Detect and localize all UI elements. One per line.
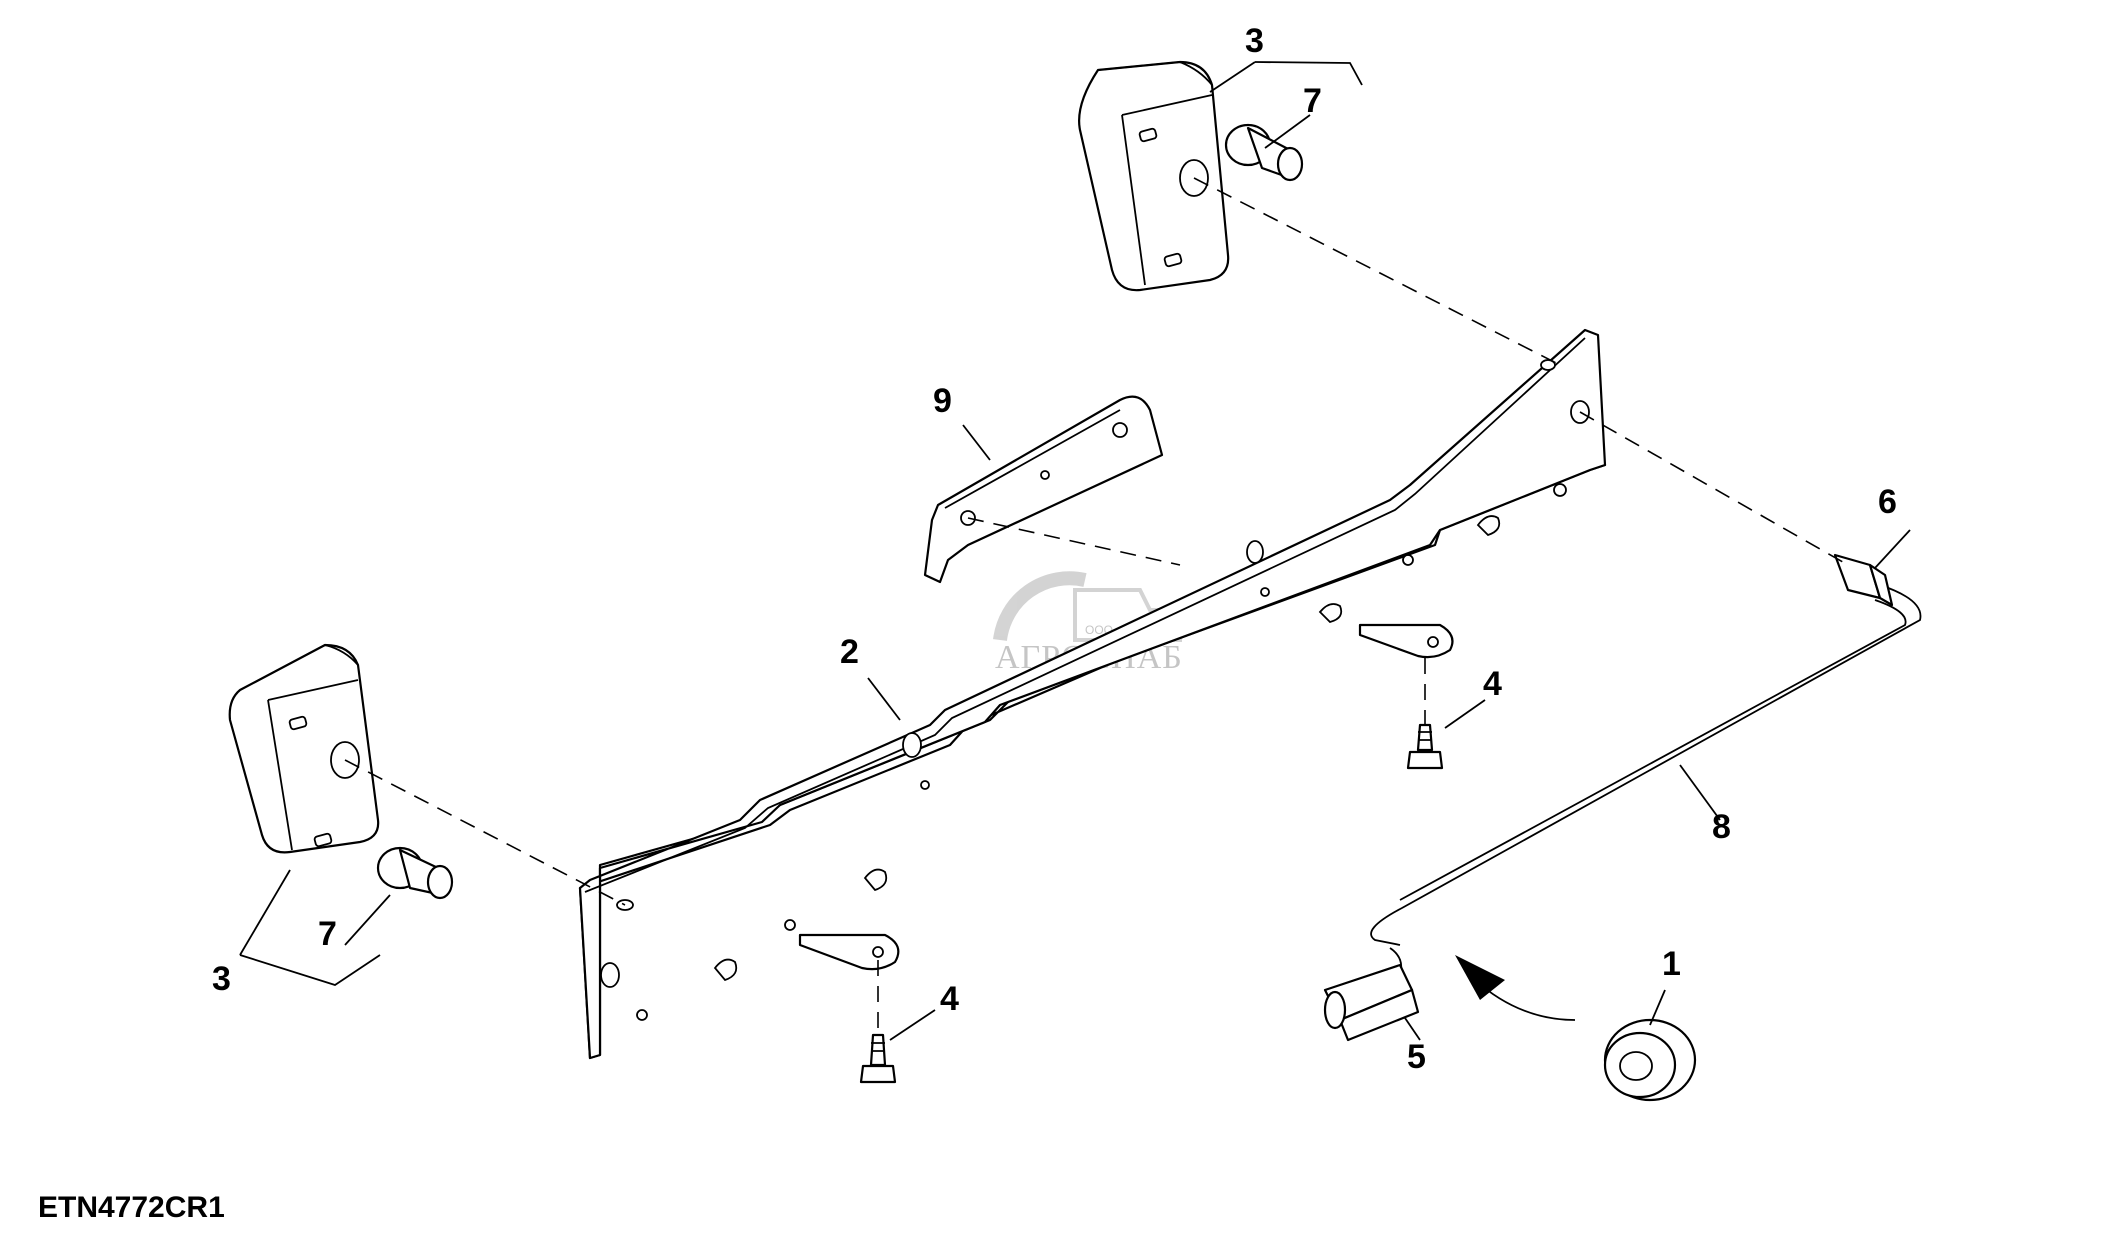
bolt-right	[1406, 723, 1444, 770]
callout-6: 6	[1878, 483, 1897, 521]
mounting-plate	[923, 395, 1164, 584]
left-bulb	[376, 846, 454, 900]
callout-4-right: 4	[1483, 665, 1502, 703]
left-tail-lamp	[228, 643, 380, 854]
callout-2: 2	[840, 633, 859, 671]
callout-4-left: 4	[940, 980, 959, 1018]
callout-8: 8	[1712, 808, 1731, 846]
assembly-lines	[344, 177, 1849, 1035]
upper-tail-lamp	[1078, 60, 1230, 292]
callout-5: 5	[1407, 1038, 1426, 1076]
callout-7-left: 7	[318, 915, 337, 953]
callout-3-top: 3	[1245, 22, 1264, 60]
connector-6	[1833, 553, 1894, 607]
upper-bulb	[1224, 123, 1304, 182]
wiring-harness	[1370, 584, 1922, 976]
bolt-left	[859, 1033, 897, 1084]
callout-3-left: 3	[212, 960, 231, 998]
callout-7-top: 7	[1303, 82, 1322, 120]
grommet	[1603, 1018, 1697, 1102]
connector-5	[1323, 963, 1420, 1042]
assembly-arrow	[1455, 955, 1576, 1021]
callout-9: 9	[933, 382, 952, 420]
callouts: 3 7 6 9 2 4 8 1 7 3 4 5	[212, 22, 1897, 1076]
main-bracket	[578, 328, 1607, 1060]
callout-1: 1	[1662, 945, 1681, 983]
figure-code: ETN4772CR1	[38, 1191, 225, 1224]
leader-lines	[239, 61, 1911, 1041]
